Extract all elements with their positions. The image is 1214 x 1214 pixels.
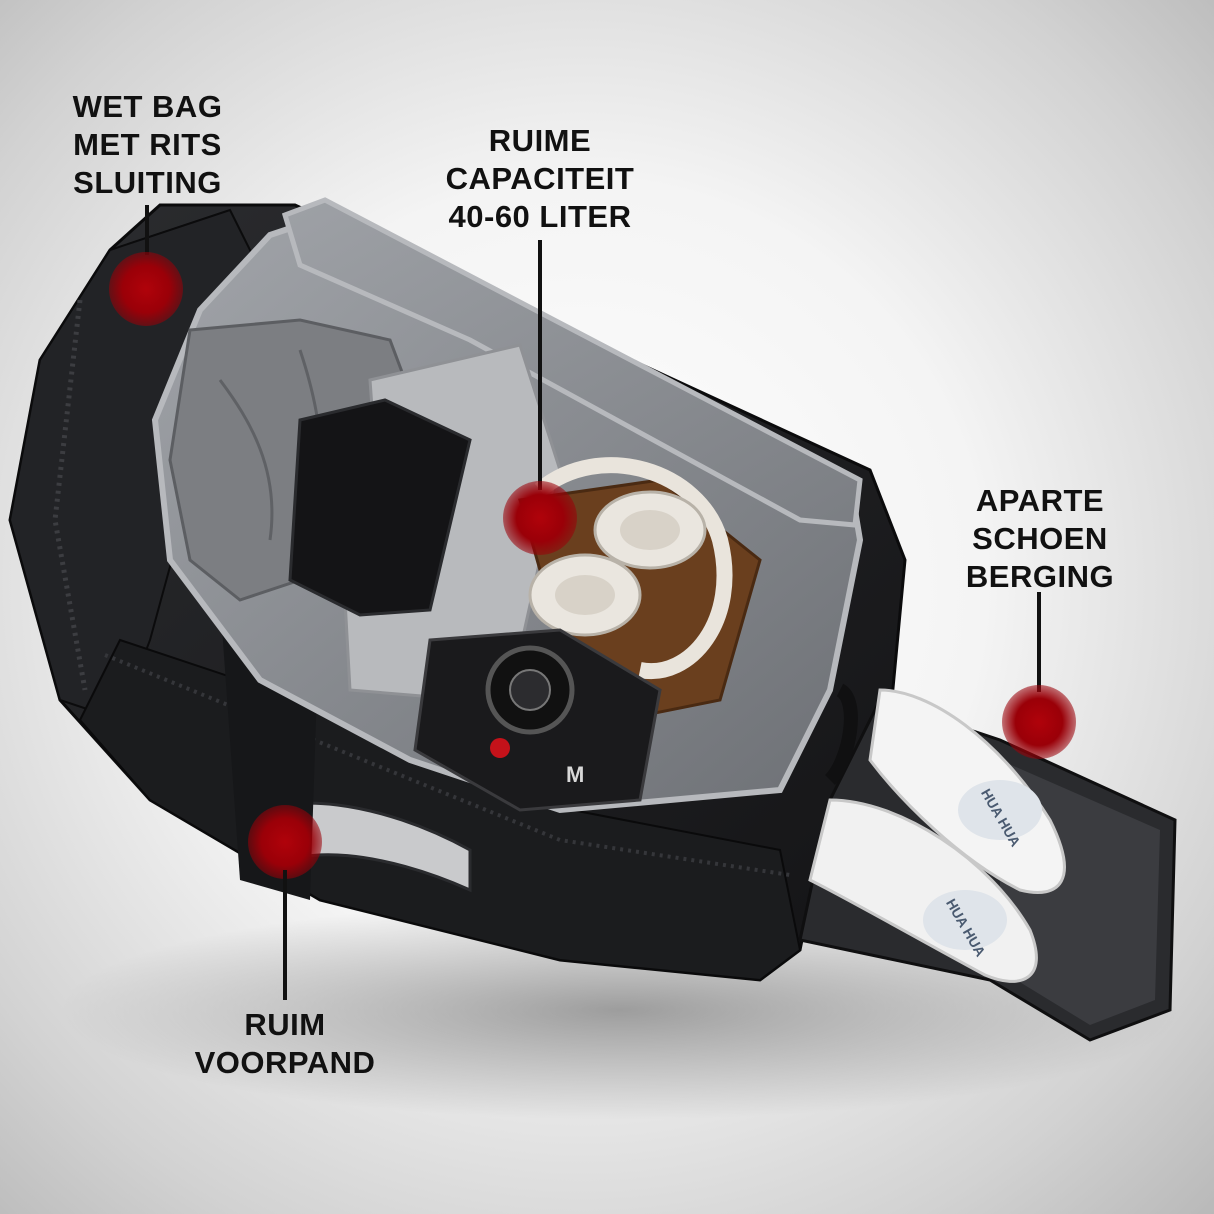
hotspot-capacity[interactable]: [503, 481, 577, 555]
callout-shoe-label: APARTE SCHOEN BERGING: [965, 483, 1115, 594]
callout-capacity-label: RUIME CAPACITEIT 40-60 LITER: [445, 123, 635, 234]
callout-front-leader: [283, 870, 287, 1000]
power-bank: [288, 398, 472, 617]
callout-wet-bag-label: WET BAG MET RITS SLUITING: [72, 89, 223, 200]
callout-front-label: RUIM VOORPAND: [194, 1007, 376, 1080]
hotspot-shoe[interactable]: [1002, 685, 1076, 759]
hotspot-wet-bag[interactable]: [109, 252, 183, 326]
hotspot-front[interactable]: [248, 805, 322, 879]
white-sneakers: HUA HUA HUA HUA: [808, 688, 1066, 983]
side-strap: [824, 683, 858, 785]
camera: M: [413, 628, 662, 812]
headphones: [528, 457, 733, 680]
callout-wet-bag-leader: [145, 205, 149, 255]
wet-bag-zipper: [52, 299, 88, 691]
callout-shoe-leader: [1037, 592, 1041, 692]
callout-capacity-leader: [538, 240, 542, 490]
lid-flap: [281, 197, 863, 528]
camera-model-mark: M: [566, 762, 584, 787]
